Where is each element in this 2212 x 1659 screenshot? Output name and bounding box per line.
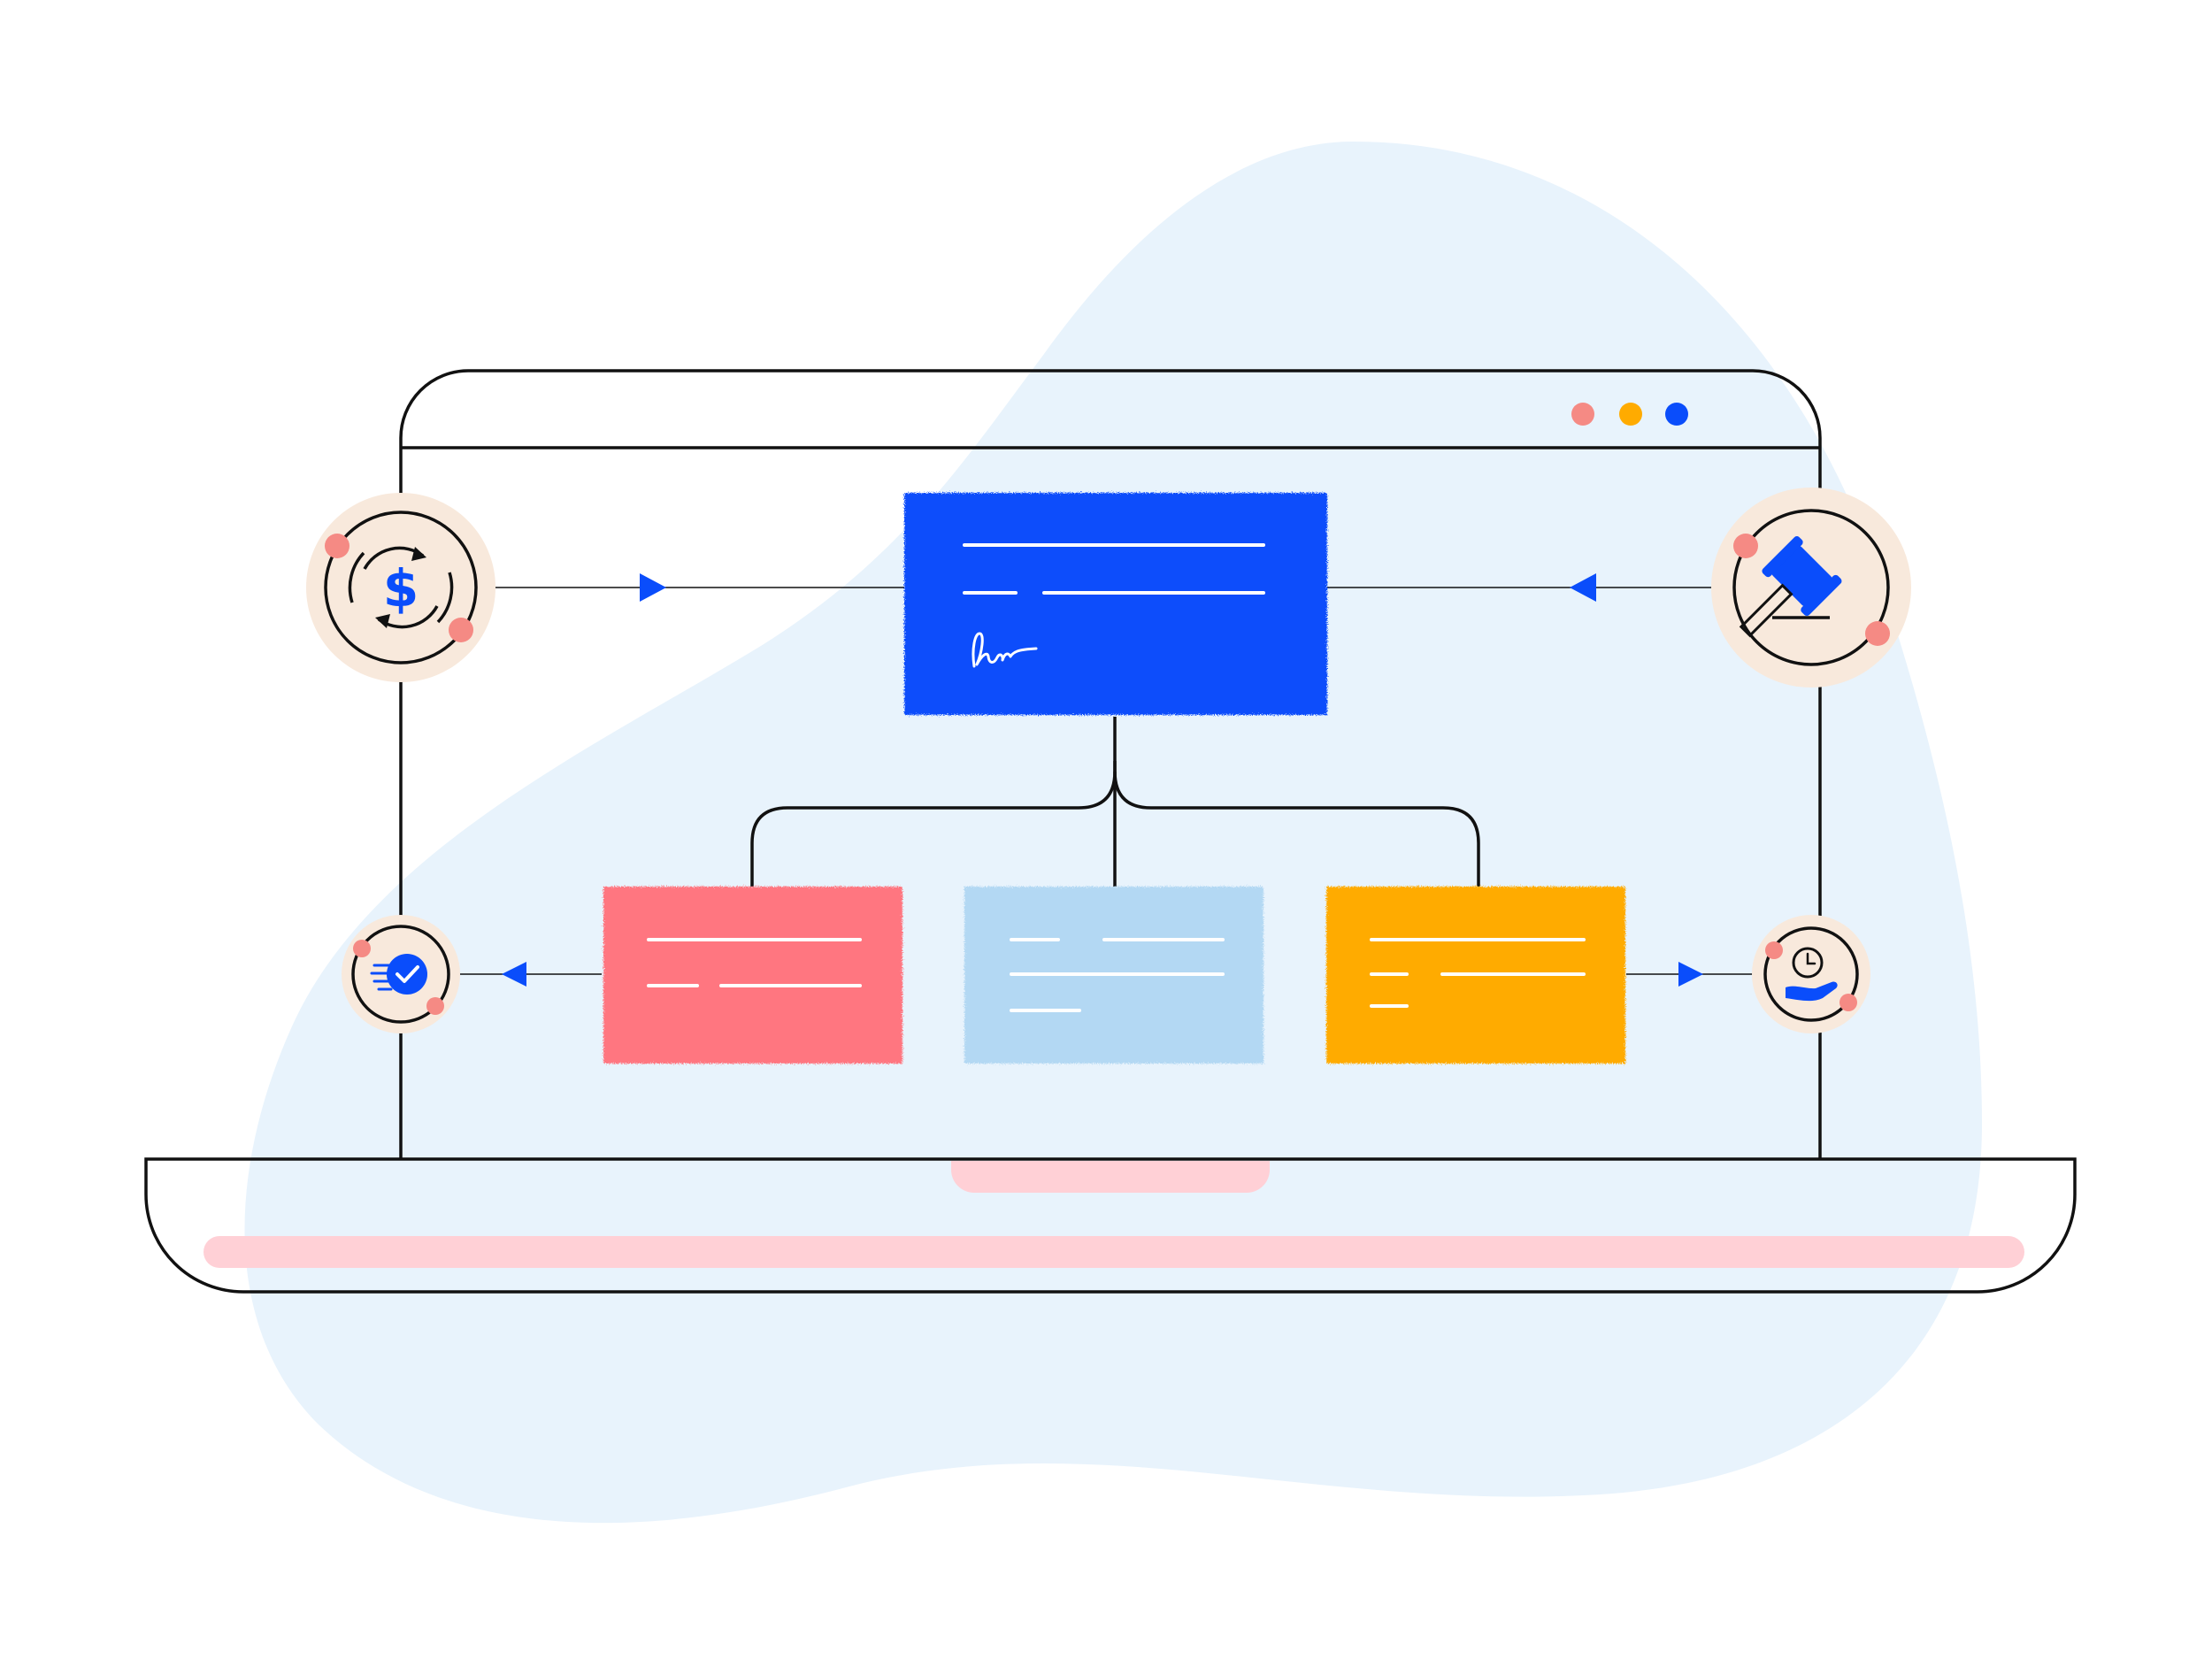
badge-dot <box>1733 534 1758 558</box>
arrow-right-top <box>640 573 666 602</box>
approval-badge <box>342 915 460 1033</box>
child-card-light-blue <box>964 887 1263 1064</box>
arrow-right-bottom <box>1678 962 1703 987</box>
badge-dot <box>1765 941 1783 959</box>
contract-card <box>904 493 1327 715</box>
background-blob <box>244 142 1983 1524</box>
child-card-amber <box>1326 887 1625 1064</box>
laptop-screen-frame <box>399 369 1822 1159</box>
window-dot-red <box>1571 403 1594 426</box>
fast-check-icon <box>370 954 427 995</box>
signature-icon <box>972 632 1038 668</box>
arrow-left-top <box>1570 573 1596 602</box>
connector-lines <box>460 587 1755 975</box>
currency-exchange-badge: $ <box>306 493 495 682</box>
laptop-notch <box>951 1161 1270 1193</box>
badge-dot <box>325 534 349 558</box>
payment-schedule-badge <box>1752 915 1870 1033</box>
badge-dot <box>1865 621 1890 646</box>
badge-dot <box>1839 994 1857 1011</box>
laptop-base-stripe <box>204 1236 2024 1268</box>
badge-dot <box>449 618 473 642</box>
gavel-icon <box>1739 536 1842 638</box>
badge-dot <box>353 940 371 957</box>
child-card-coral <box>603 887 902 1064</box>
currency-exchange-icon: $ <box>348 546 454 629</box>
window-dot-blue <box>1665 403 1688 426</box>
badge-dot <box>426 997 444 1015</box>
time-in-hand-icon <box>1786 947 1838 1002</box>
legal-badge <box>1711 488 1911 687</box>
svg-text:$: $ <box>383 558 419 618</box>
window-dot-yellow <box>1619 403 1642 426</box>
arrow-left-bottom <box>502 962 526 987</box>
laptop-base <box>144 1157 2077 1294</box>
